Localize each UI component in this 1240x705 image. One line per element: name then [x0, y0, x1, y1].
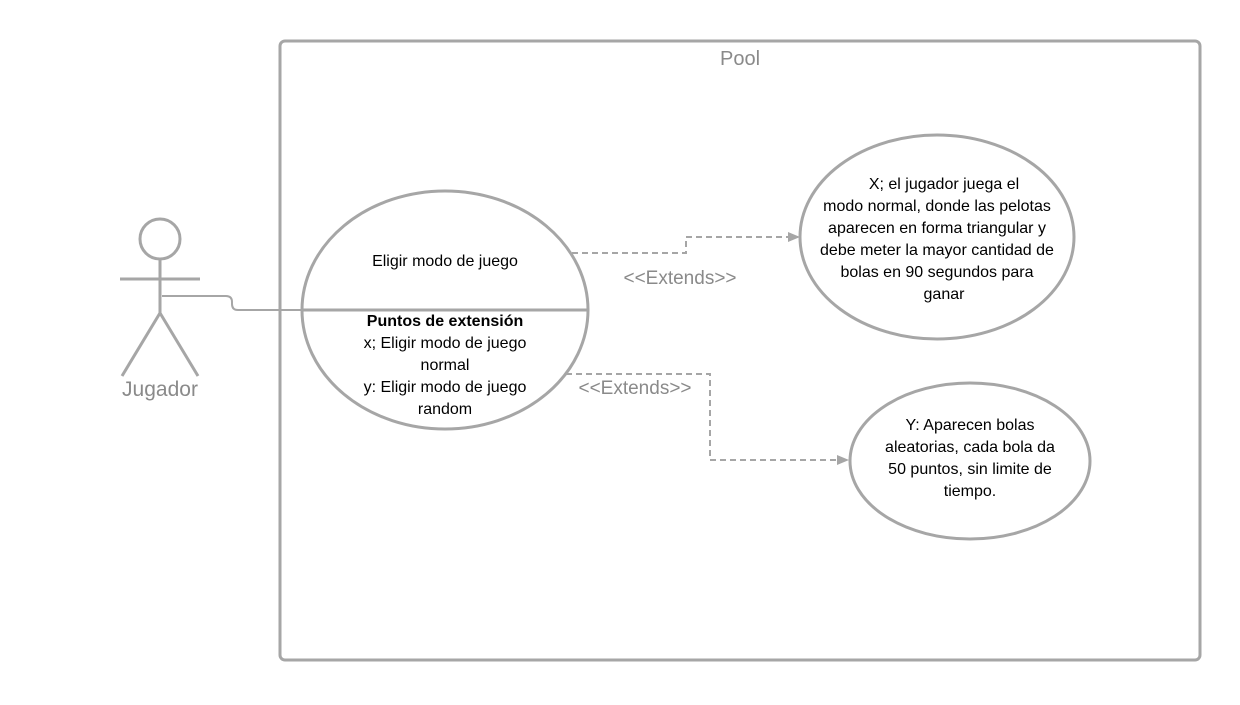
use-case-line: Y: Aparecen bolas [906, 417, 1035, 434]
extension-point-line: y: Eligir modo de juego [364, 379, 527, 396]
use-case-line: debe meter la mayor cantidad de [820, 242, 1054, 259]
extension-point-line: normal [421, 357, 470, 374]
extension-point-line: x; Eligir modo de juego [364, 335, 527, 352]
actor-head [138, 217, 182, 261]
use-case-line: aparecen en forma triangular y [828, 220, 1046, 237]
use-case-mode-x[interactable]: X; el jugador juega el modo normal, dond… [798, 133, 1076, 341]
use-case-line: aleatorias, cada bola da [885, 439, 1055, 456]
use-case-ellipse [848, 381, 1092, 541]
use-case-title: Eligir modo de juego [372, 253, 518, 270]
use-case-line: 50 puntos, sin limite de [888, 461, 1052, 478]
system-boundary[interactable] [278, 39, 1202, 662]
use-case-line: tiempo. [944, 483, 996, 500]
use-case-ellipse [798, 133, 1076, 341]
system-title: Pool [720, 48, 760, 70]
extend-arrow-x[interactable] [572, 232, 800, 254]
use-case-line: modo normal, donde las pelotas [823, 198, 1051, 215]
actor-right-leg [158, 312, 200, 377]
association-line[interactable] [162, 295, 302, 311]
use-case-line: bolas en 90 segundos para [840, 264, 1033, 281]
use-case-eligir-modo[interactable]: Eligir modo de juego Puntos de extensión… [300, 189, 590, 431]
actor-name: Jugador [122, 378, 198, 401]
actor-jugador[interactable] [120, 217, 200, 377]
extension-point-line: random [418, 401, 472, 418]
use-case-line: ganar [924, 286, 966, 303]
extension-points-heading: Puntos de extensión [367, 313, 523, 330]
extend-label-x: <<Extends>> [623, 268, 736, 289]
use-case-mode-y[interactable]: Y: Aparecen bolas aleatorias, cada bola … [848, 381, 1092, 541]
extend-arrow-y[interactable] [566, 373, 849, 465]
extend-label-y: <<Extends>> [578, 378, 691, 399]
actor-left-leg [120, 312, 162, 377]
use-case-line: X; el jugador juega el [869, 176, 1019, 193]
